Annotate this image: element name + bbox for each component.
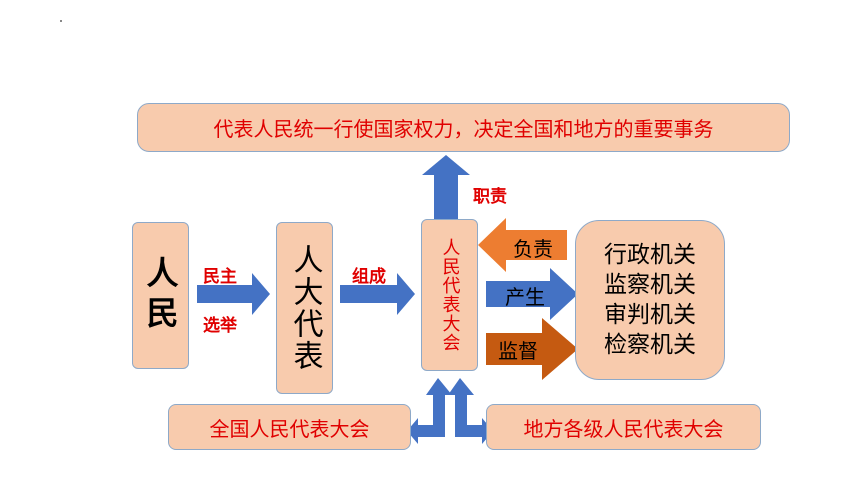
supervise-arrow bbox=[486, 318, 578, 380]
organ-1: 行政机关 bbox=[604, 242, 696, 268]
label-supervise: 监督 bbox=[498, 339, 538, 363]
organs-box: 行政机关 监察机关 审判机关 检察机关 bbox=[575, 220, 725, 380]
congress-box: 人民代表大会 bbox=[421, 219, 478, 371]
label-democratic: 民主 bbox=[203, 267, 237, 287]
arrow-rep-to-congress bbox=[340, 273, 415, 315]
down-right-arrow bbox=[448, 378, 493, 444]
label-produce: 产生 bbox=[505, 285, 545, 309]
npc-rep-box: 人大代表 bbox=[276, 222, 333, 394]
down-left-arrow bbox=[407, 378, 452, 444]
bottom-left-text: 全国人民代表大会 bbox=[209, 416, 370, 441]
label-responsible: 负责 bbox=[513, 237, 553, 261]
arrow-people-to-rep bbox=[197, 273, 270, 315]
organ-2: 监察机关 bbox=[604, 272, 696, 298]
npc-rep-text: 人大代表 bbox=[287, 244, 323, 372]
up-arrow bbox=[422, 155, 470, 220]
bottom-right-text: 地方各级人民代表大会 bbox=[523, 416, 724, 441]
label-election: 选举 bbox=[203, 316, 237, 336]
produce-arrow bbox=[486, 268, 578, 320]
top-box-text: 代表人民统一行使国家权力，决定全国和地方的重要事务 bbox=[213, 117, 714, 141]
label-duty: 职责 bbox=[473, 187, 507, 207]
decorative-dot bbox=[60, 20, 62, 22]
organ-4: 检察机关 bbox=[604, 332, 696, 358]
bottom-left-box: 全国人民代表大会 bbox=[168, 404, 411, 450]
congress-text: 人民代表大会 bbox=[439, 238, 461, 352]
label-compose: 组成 bbox=[352, 267, 386, 287]
people-text: 人民 bbox=[141, 255, 180, 336]
people-box: 人民 bbox=[132, 222, 189, 369]
responsible-arrow bbox=[478, 218, 567, 272]
top-box: 代表人民统一行使国家权力，决定全国和地方的重要事务 bbox=[137, 103, 790, 152]
bottom-right-box: 地方各级人民代表大会 bbox=[486, 404, 761, 450]
organ-3: 审判机关 bbox=[604, 302, 696, 328]
